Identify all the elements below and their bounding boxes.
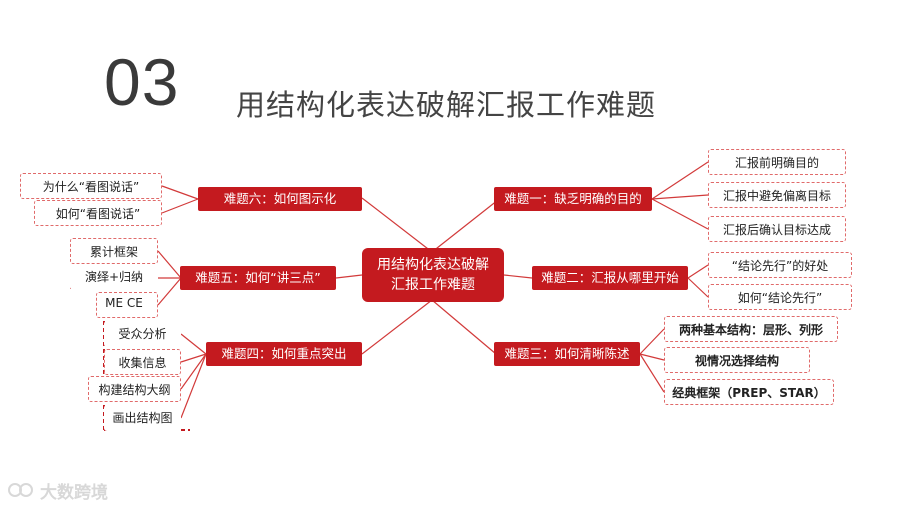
problem-3: 难题三：如何清晰陈述 <box>494 342 640 366</box>
leaf-p3-3: 经典框架（PREP、STAR） <box>664 379 834 405</box>
problem-4: 难题四：如何重点突出 <box>206 342 362 366</box>
problem-6: 难题六：如何图示化 <box>198 187 362 211</box>
problem-5: 难题五：如何“讲三点” <box>180 266 336 290</box>
leaf-p4-3: 构建结构大纲 <box>88 376 181 402</box>
problem-1: 难题一：缺乏明确的目的 <box>494 187 652 211</box>
leaf-p5-3: ME CE <box>105 296 143 310</box>
leaf-p1-2: 汇报中避免偏离目标 <box>708 182 846 208</box>
leaf-p3-1: 两种基本结构：层形、列形 <box>664 316 838 342</box>
problem-2: 难题二：汇报从哪里开始 <box>532 266 688 290</box>
leaf-p1-3: 汇报后确认目标达成 <box>708 216 846 242</box>
watermark: 大数跨境 <box>8 478 108 503</box>
leaf-p1-1: 汇报前明确目的 <box>708 149 846 175</box>
leaf-p2-1: “结论先行”的好处 <box>708 252 852 278</box>
leaf-p3-2: 视情况选择结构 <box>664 347 810 373</box>
section-number: 03 <box>104 45 180 119</box>
leaf-p4-2: 收集信息 <box>104 349 181 375</box>
watermark-logo-icon <box>8 483 33 497</box>
center-topic: 用结构化表达破解汇报工作难题 <box>362 248 504 302</box>
leaf-p2-2: 如何“结论先行” <box>708 284 852 310</box>
watermark-text: 大数跨境 <box>40 482 108 503</box>
leaf-p6-2: 如何“看图说话” <box>34 200 162 226</box>
leaf-p4-4: 画出结构图 <box>104 405 181 431</box>
leaf-p6-1: 为什么“看图说话” <box>20 173 162 199</box>
center-topic-label: 用结构化表达破解汇报工作难题 <box>377 257 489 293</box>
leaf-p5-1: 累计框架 <box>70 238 158 264</box>
page-title: 用结构化表达破解汇报工作难题 <box>236 88 657 122</box>
leaf-p5-3-box <box>96 292 158 318</box>
leaf-p5-2: 演绎+归纳 <box>70 264 158 290</box>
leaf-p4-1: 受众分析 <box>104 321 181 347</box>
